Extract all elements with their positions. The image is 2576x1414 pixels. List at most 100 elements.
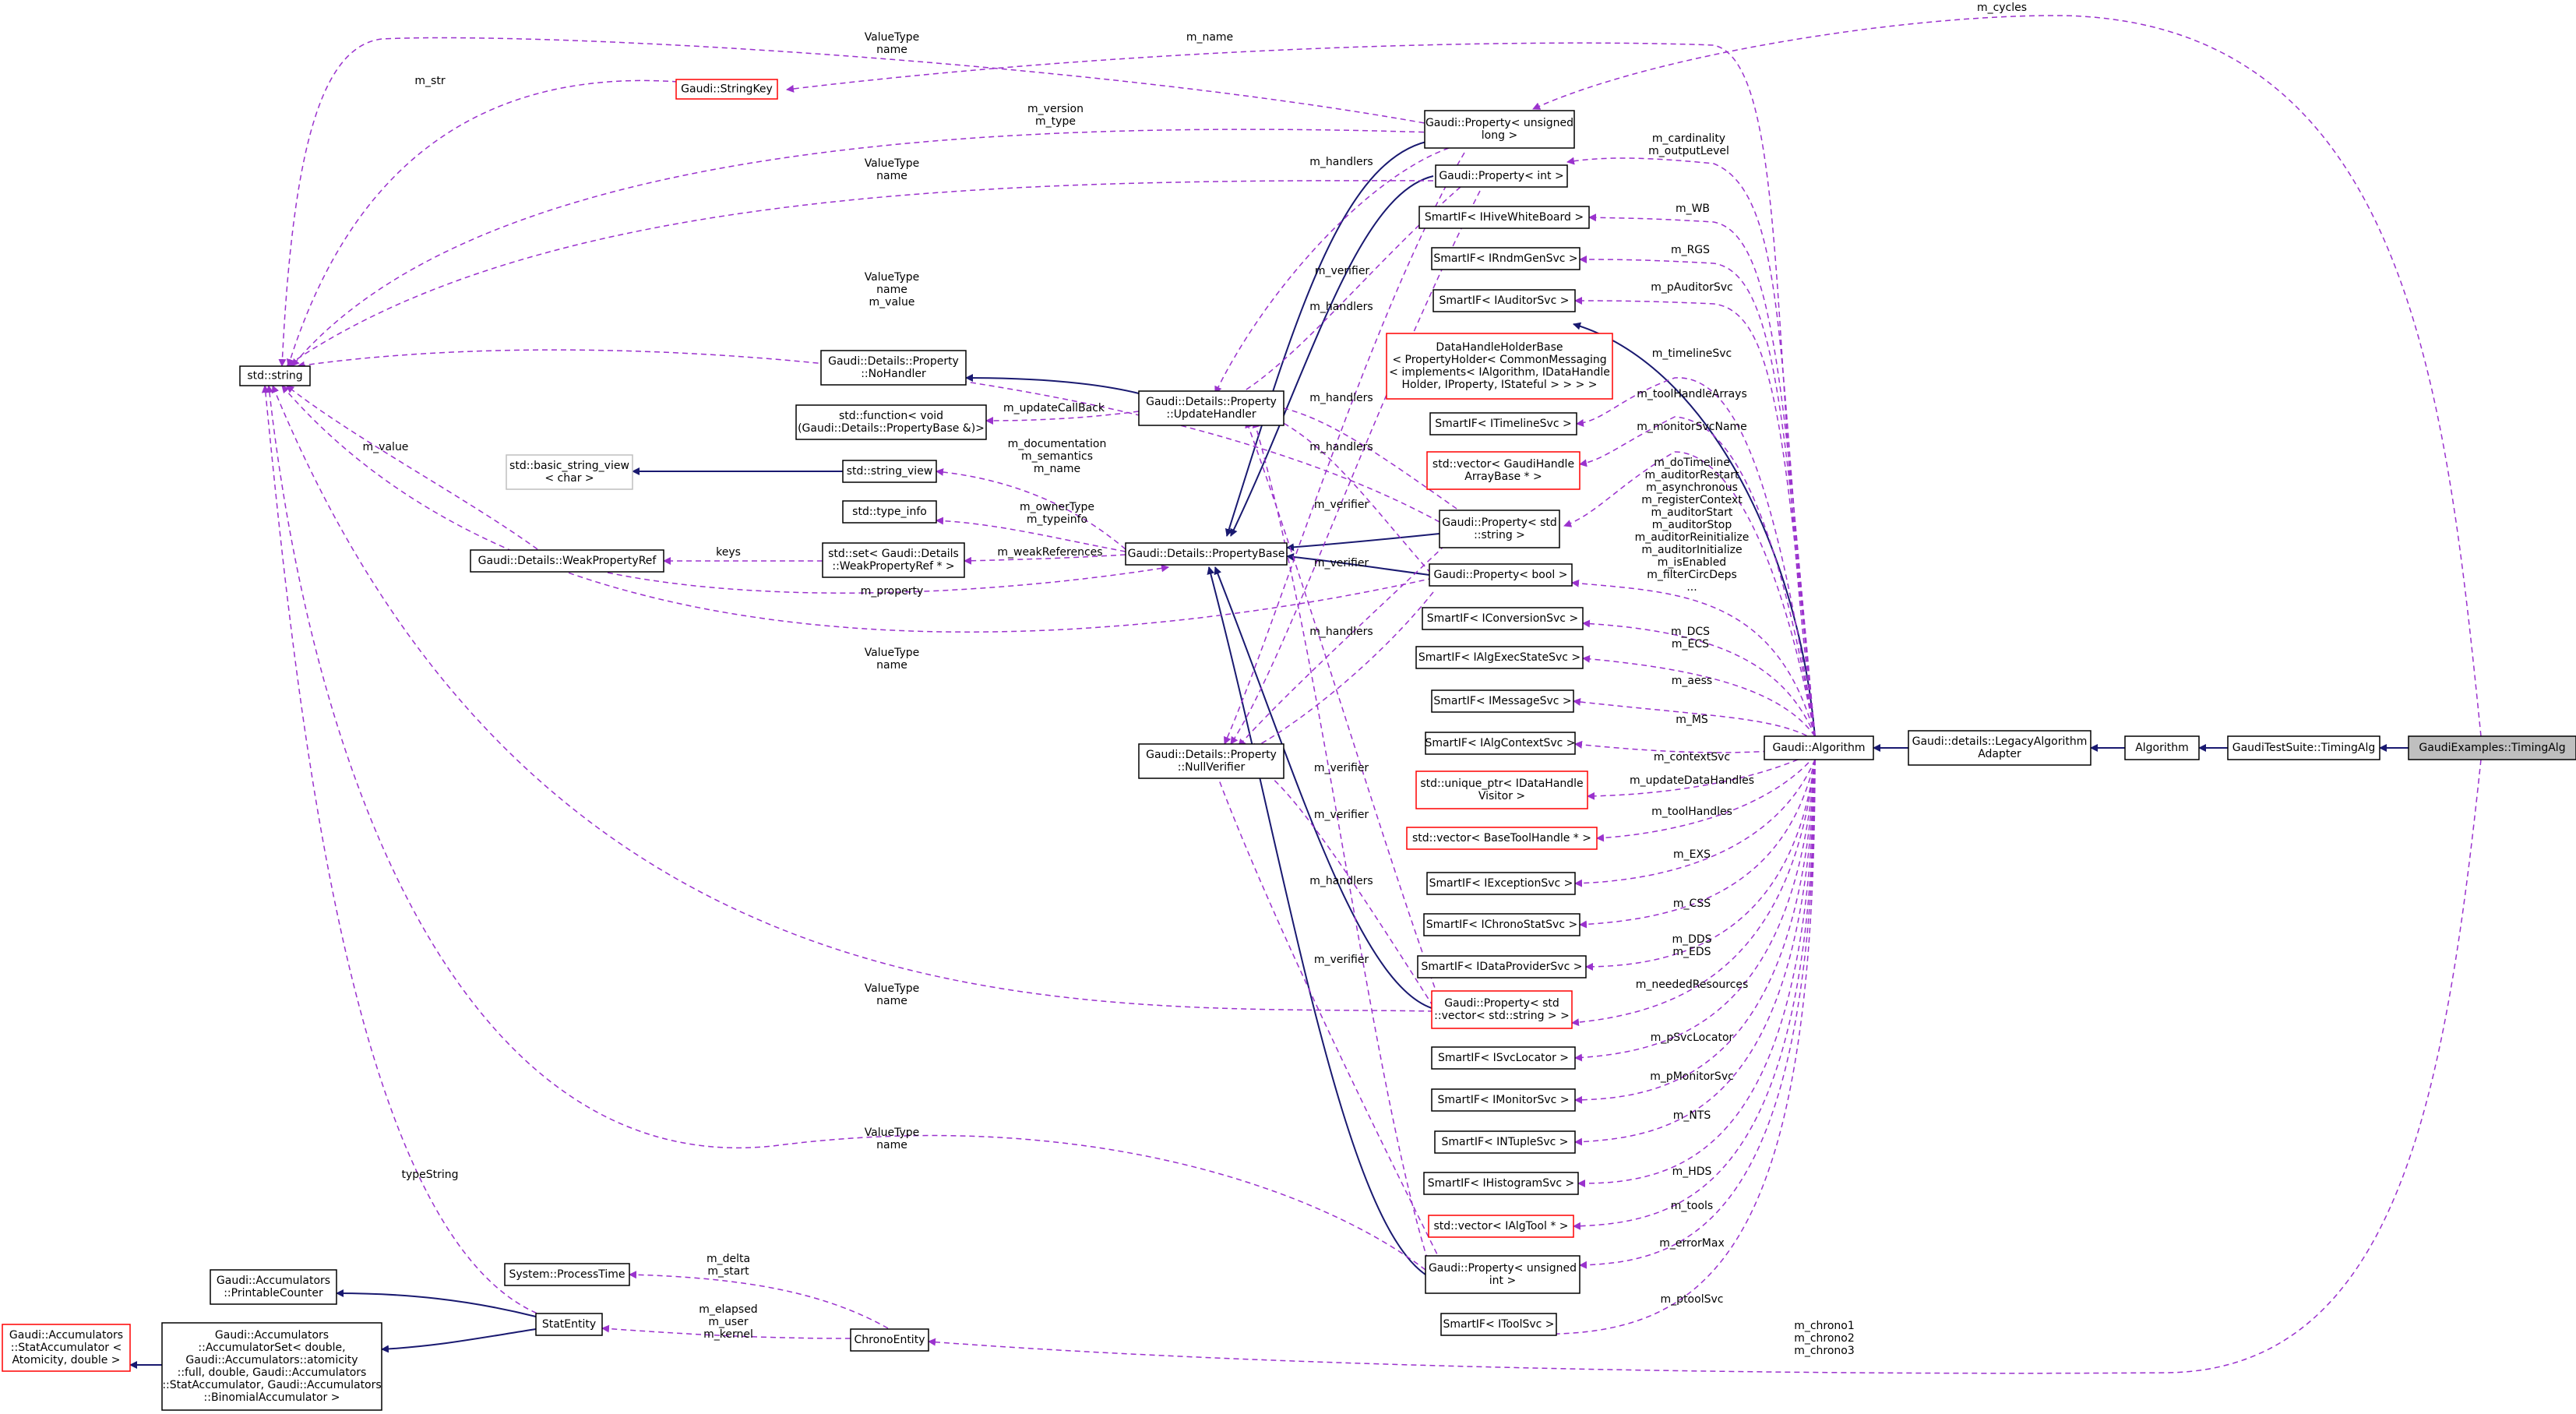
class-node-sif_toolsvc[interactable]: SmartIF< IToolSvc >: [1440, 1313, 1557, 1336]
class-node-box: [2, 1324, 131, 1372]
edge-label-l_verifier_6: m_verifier: [1314, 954, 1369, 966]
edge-use-rgs: [1579, 256, 1816, 737]
edge-label-l_pmonitorsvc: m_pMonitorSvc: [1650, 1070, 1734, 1083]
class-node-gts_timingalg[interactable]: GaudiTestSuite::TimingAlg: [2227, 735, 2380, 760]
class-node-nohandler[interactable]: Gaudi::Details::Property::NoHandler: [820, 350, 967, 386]
edge-label-l_rgs: m_RGS: [1671, 244, 1710, 256]
class-node-std_function[interactable]: std::function< void(Gaudi::Details::Prop…: [795, 404, 987, 440]
class-node-label: Gaudi::Property< int >: [1439, 170, 1563, 182]
class-node-box: [1424, 110, 1575, 149]
class-node-chronoentity[interactable]: ChronoEntity: [850, 1328, 929, 1352]
edge-label-line: m_NTS: [1673, 1109, 1711, 1122]
class-node-label: ::vector< std::string > >: [1434, 1010, 1570, 1022]
class-node-std_string[interactable]: std::string: [239, 365, 311, 386]
edge-label-l_verifier_4: m_verifier: [1314, 762, 1369, 774]
class-node-label: Gaudi::Details::Property: [828, 355, 959, 368]
class-node-timingalg[interactable]: GaudiExamples::TimingAlg: [2408, 735, 2576, 760]
edge-label-l_contextsvc: m_contextSvc: [1654, 751, 1730, 763]
class-node-box: [2408, 735, 2576, 760]
edge-label-line: m_verifier: [1314, 954, 1369, 966]
edge-use-toolhandlearrays: [1579, 416, 1816, 737]
class-node-processtime[interactable]: System::ProcessTime: [504, 1263, 630, 1286]
edge-use-delta: [629, 1271, 889, 1329]
class-node-vec_basetoolhandle[interactable]: std::vector< BaseToolHandle * >: [1406, 827, 1598, 850]
class-node-prop_int[interactable]: Gaudi::Property< int >: [1435, 164, 1568, 188]
class-node-weakpropref[interactable]: Gaudi::Details::WeakPropertyRef: [470, 549, 664, 573]
class-node-sif_hive[interactable]: SmartIF< IHiveWhiteBoard >: [1418, 206, 1590, 229]
class-node-printablecounter[interactable]: Gaudi::Accumulators::PrintableCounter: [210, 1269, 337, 1305]
edge-label-line: m_cycles: [1977, 2, 2027, 14]
edge-use-handlers-1: [1214, 147, 1450, 394]
edge-label-line: m_DDS: [1672, 933, 1711, 946]
class-node-set_weakref[interactable]: std::set< Gaudi::Details::WeakPropertyRe…: [822, 542, 965, 578]
class-node-label: ::UpdateHandler: [1166, 408, 1256, 421]
class-node-prop_string[interactable]: Gaudi::Property< std::string >: [1439, 510, 1560, 548]
class-node-sif_algcontext[interactable]: SmartIF< IAlgContextSvc >: [1425, 732, 1576, 755]
class-node-vec_algtool[interactable]: std::vector< IAlgTool * >: [1428, 1215, 1574, 1238]
edge-use-wpr-value: [286, 385, 538, 550]
class-node-basic_string_view[interactable]: std::basic_string_view< char >: [506, 454, 633, 490]
edge-label-l_errormax: m_errorMax: [1659, 1237, 1724, 1250]
class-node-sif_algexec[interactable]: SmartIF< IAlgExecStateSvc >: [1415, 646, 1584, 669]
class-node-accset[interactable]: Gaudi::Accumulators::AccumulatorSet< dou…: [161, 1322, 382, 1411]
class-node-sif_conversion[interactable]: SmartIF< IConversionSvc >: [1422, 607, 1584, 630]
class-node-sif_histogram[interactable]: SmartIF< IHistogramSvc >: [1423, 1172, 1579, 1195]
class-node-label: ::PrintableCounter: [224, 1287, 323, 1299]
edge-use-elapsed: [601, 1324, 851, 1339]
edge-label-l_handlers_5: m_handlers: [1309, 626, 1373, 638]
class-node-label: ::NullVerifier: [1178, 761, 1246, 774]
class-node-dhhb[interactable]: DataHandleHolderBase< PropertyHolder< Co…: [1386, 333, 1613, 400]
class-node-statentity[interactable]: StatEntity: [535, 1313, 603, 1336]
edge-use-vt-name-5: [266, 385, 1426, 1271]
edge-label-line: m_toolHandles: [1651, 806, 1732, 818]
class-node-sif_dataprovider[interactable]: SmartIF< IDataProviderSvc >: [1417, 955, 1587, 979]
class-node-box: [161, 1322, 382, 1411]
class-node-sif_auditor[interactable]: SmartIF< IAuditorSvc >: [1432, 289, 1576, 312]
edge-label-l_monitorsvcname: m_monitorSvcName: [1637, 421, 1747, 433]
class-node-nullverifier[interactable]: Gaudi::Details::Property::NullVerifier: [1138, 743, 1284, 779]
edge-inh-propulong-pb: [1225, 139, 1434, 537]
edge-label-line: m_ownerType: [1020, 501, 1094, 513]
class-node-propertybase[interactable]: Gaudi::Details::PropertyBase: [1125, 542, 1288, 566]
edge-label-l_verifier_3: m_verifier: [1314, 557, 1369, 569]
class-node-sif_ntuple[interactable]: SmartIF< INTupleSvc >: [1434, 1130, 1576, 1154]
class-node-label: SmartIF< IMessageSvc >: [1433, 695, 1571, 707]
edge-label-line: m_verifier: [1314, 809, 1369, 821]
edge-label-line: m_verifier: [1314, 762, 1369, 774]
edge-label-l_updatedatahandles: m_updateDataHandles: [1630, 774, 1754, 787]
class-node-sif_chrono[interactable]: SmartIF< IChronoStatSvc >: [1423, 913, 1580, 936]
class-node-sif_exception[interactable]: SmartIF< IExceptionSvc >: [1426, 872, 1576, 895]
class-node-algorithm[interactable]: Algorithm: [2124, 735, 2200, 760]
class-node-prop_vecstring[interactable]: Gaudi::Property< std::vector< std::strin…: [1431, 990, 1573, 1029]
class-node-sif_message[interactable]: SmartIF< IMessageSvc >: [1431, 689, 1574, 713]
class-node-string_view[interactable]: std::string_view: [842, 460, 937, 483]
class-node-prop_bool[interactable]: Gaudi::Property< bool >: [1429, 563, 1573, 587]
class-node-label: Gaudi::Property< std: [1442, 517, 1557, 529]
class-node-sif_timeline[interactable]: SmartIF< ITimelineSvc >: [1429, 412, 1577, 435]
class-node-updatehandler[interactable]: Gaudi::Details::Property::UpdateHandler: [1138, 390, 1284, 426]
class-node-label: ChronoEntity: [855, 1334, 925, 1346]
edge-use-verifier-5: [1257, 767, 1434, 1007]
edge-label-line: m_elapsed: [699, 1303, 757, 1316]
class-node-stataccumulator[interactable]: Gaudi::Accumulators::StatAccumulator < A…: [2, 1324, 131, 1372]
class-node-stringkey[interactable]: Gaudi::StringKey: [675, 79, 778, 100]
edge-label-l_handlers_2: m_handlers: [1309, 301, 1373, 313]
class-node-box: [535, 1313, 603, 1336]
class-node-label: SmartIF< IHistogramSvc >: [1428, 1177, 1575, 1190]
edge-label-line: m_handlers: [1309, 156, 1373, 168]
class-node-gaudi_algorithm[interactable]: Gaudi::Algorithm: [1764, 735, 1874, 760]
edge-inh-statentity-accset: [381, 1328, 537, 1353]
class-node-type_info[interactable]: std::type_info: [842, 500, 937, 524]
class-node-sif_monitor[interactable]: SmartIF< IMonitorSvc >: [1431, 1088, 1576, 1112]
class-node-sif_rndm[interactable]: SmartIF< IRndmGenSvc >: [1431, 247, 1580, 270]
edge-label-line: m_auditorStop: [1652, 519, 1732, 531]
class-node-sif_svclocator[interactable]: SmartIF< ISvcLocator >: [1431, 1046, 1576, 1070]
